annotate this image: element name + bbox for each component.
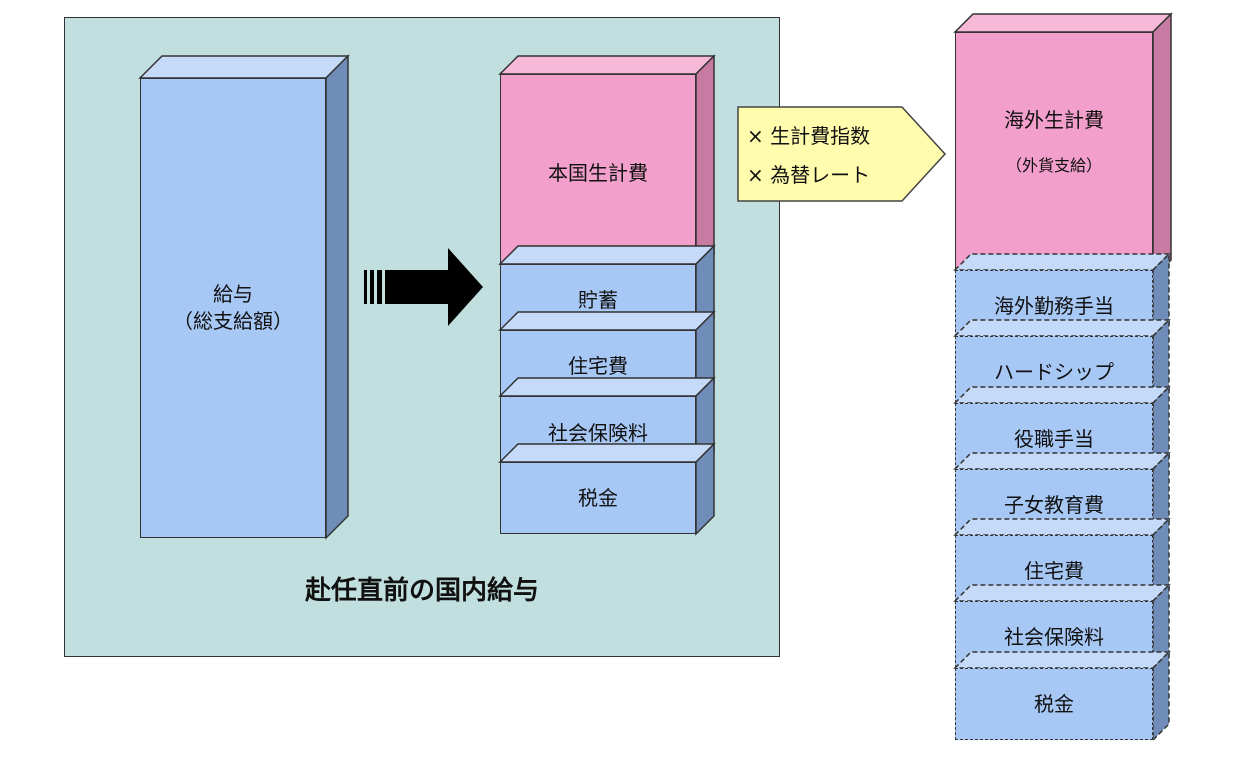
callout-shape xyxy=(737,106,947,202)
overseas-living-cost-label: 海外生計費 xyxy=(1004,108,1104,132)
housing-label: 住宅費 xyxy=(568,353,628,378)
overseas-tax-label: 税金 xyxy=(1034,691,1074,716)
overseas-living-cost-box: 海外生計費 （外貨支給） xyxy=(953,12,1173,280)
overseas-living-cost-box-front: 海外生計費 （外貨支給） xyxy=(955,32,1153,278)
social-insurance-label: 社会保険料 xyxy=(548,420,648,445)
breakdown-arrow xyxy=(364,248,483,326)
total-salary-box: 給与 （総支給額） xyxy=(138,54,350,540)
overseas-duty-allowance-label: 海外勤務手当 xyxy=(994,293,1114,318)
overseas-tax-box-depth xyxy=(953,650,1171,742)
tax-box-depth xyxy=(498,442,716,536)
overseas-social-insurance-box-depth xyxy=(953,583,1171,675)
home-living-cost-box-depth xyxy=(498,54,716,274)
total-salary-box-depth xyxy=(138,54,350,540)
overseas-tax-box: 税金 xyxy=(953,650,1171,742)
home-living-cost-label: 本国生計費 xyxy=(548,160,648,185)
conversion-callout: × 生計費指数 × 為替レート xyxy=(737,106,947,202)
child-education-label: 子女教育費 xyxy=(1004,492,1104,517)
position-allowance-label: 役職手当 xyxy=(1014,426,1094,451)
total-salary-box-front: 給与 （総支給額） xyxy=(140,78,326,538)
home-living-cost-box: 本国生計費 xyxy=(498,54,716,274)
overseas-living-cost-box-depth xyxy=(953,12,1173,280)
overseas-social-insurance-label: 社会保険料 xyxy=(1004,624,1104,649)
tax-box: 税金 xyxy=(498,442,716,536)
conversion-line-2: × 為替レート xyxy=(747,163,871,187)
tax-label: 税金 xyxy=(578,485,618,510)
home-living-cost-box-front: 本国生計費 xyxy=(500,74,696,272)
savings-label: 貯蓄 xyxy=(578,287,618,312)
hardship-allowance-box-depth xyxy=(953,318,1171,410)
panel-caption: 赴任直前の国内給与 xyxy=(304,576,539,606)
overseas-tax-box-front: 税金 xyxy=(955,668,1153,740)
conversion-line-1: × 生計費指数 xyxy=(747,124,871,148)
total-salary-sublabel: （総支給額） xyxy=(173,309,293,333)
total-salary-label: 給与 xyxy=(213,282,253,306)
tax-box-front: 税金 xyxy=(500,462,696,534)
overseas-housing-label: 住宅費 xyxy=(1024,558,1084,583)
hardship-allowance-label: ハードシップ xyxy=(994,359,1114,384)
overseas-living-cost-sublabel: （外貨支給） xyxy=(1005,156,1102,175)
